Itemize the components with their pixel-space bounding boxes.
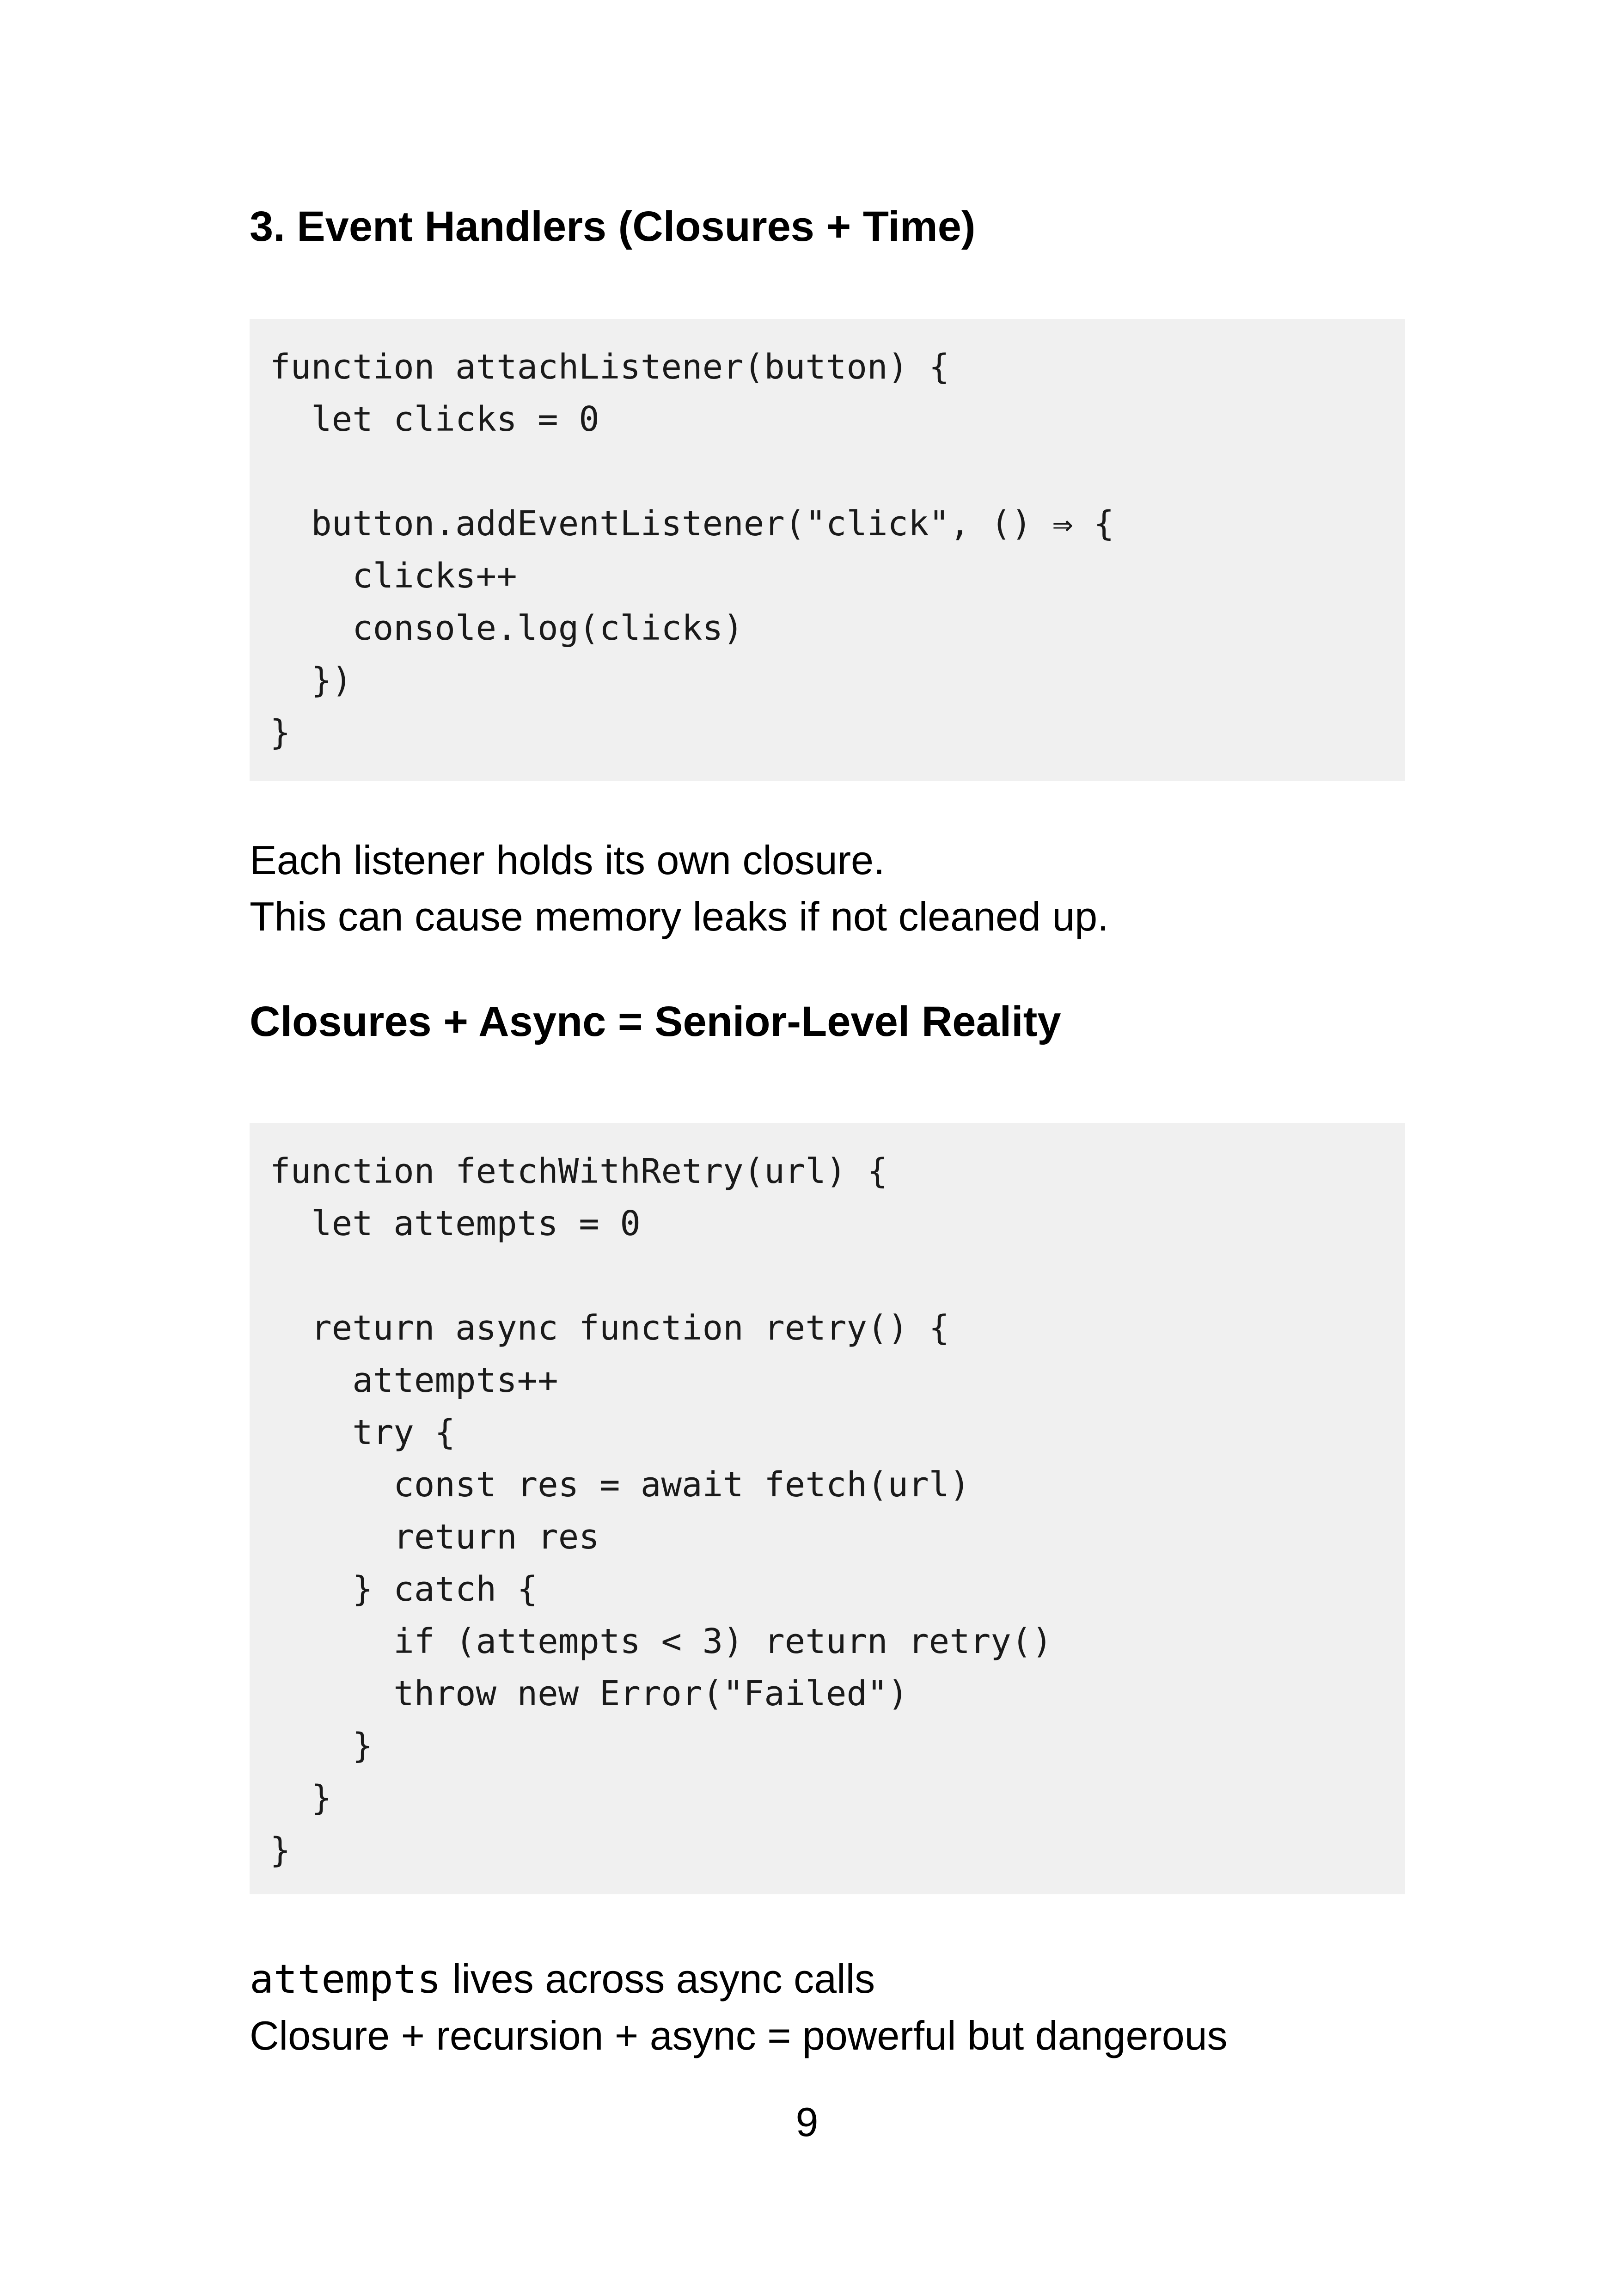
- inline-code-attempts: attempts: [250, 1956, 441, 2002]
- code-line: function attachListener(button) {: [270, 347, 950, 387]
- code-line: }: [270, 1726, 373, 1766]
- paragraph-async-notes: attempts lives across async calls Closur…: [250, 1951, 1228, 2064]
- code-line: } catch {: [270, 1569, 538, 1609]
- code-line: try {: [270, 1413, 455, 1452]
- paragraph-line: This can cause memory leaks if not clean…: [250, 894, 1109, 939]
- code-block-fetch-with-retry: function fetchWithRetry(url) { let attem…: [250, 1123, 1405, 1894]
- page-number: 9: [795, 2099, 819, 2145]
- code-line: function fetchWithRetry(url) {: [270, 1151, 888, 1191]
- code-line: const res = await fetch(url): [270, 1465, 970, 1505]
- code-line: [270, 1250, 1385, 1302]
- code-block-attach-listener: function attachListener(button) { let cl…: [250, 319, 1405, 781]
- code-line: }: [270, 1831, 291, 1870]
- code-line: }: [270, 1778, 332, 1818]
- code-line: clicks++: [270, 556, 517, 596]
- paragraph-line: Each listener holds its own closure.: [250, 837, 885, 883]
- code-line: let clicks = 0: [270, 399, 599, 439]
- code-line: console.log(clicks): [270, 608, 744, 648]
- code-line: [270, 446, 1385, 498]
- paragraph-line-attempts: attempts lives across async calls: [250, 1951, 1228, 2008]
- code-line: }: [270, 713, 291, 753]
- note-text: lives across async calls: [441, 1956, 875, 2002]
- code-line: }): [270, 661, 353, 700]
- code-line: button.addEventListener("click", () ⇒ {: [270, 504, 1114, 544]
- section-heading-event-handlers: 3. Event Handlers (Closures + Time): [250, 203, 976, 250]
- code-line: return res: [270, 1517, 599, 1557]
- code-line: return async function retry() {: [270, 1308, 950, 1348]
- paragraph-line-summary: Closure + recursion + async = powerful b…: [250, 2013, 1228, 2058]
- section-heading-closures-async: Closures + Async = Senior-Level Reality: [250, 998, 1061, 1045]
- code-line: if (attempts < 3) return retry(): [270, 1622, 1052, 1661]
- code-line: throw new Error("Failed"): [270, 1674, 909, 1714]
- paragraph-closure-explanation: Each listener holds its own closure. Thi…: [250, 832, 1109, 945]
- code-line: let attempts = 0: [270, 1204, 641, 1243]
- code-line: attempts++: [270, 1360, 558, 1400]
